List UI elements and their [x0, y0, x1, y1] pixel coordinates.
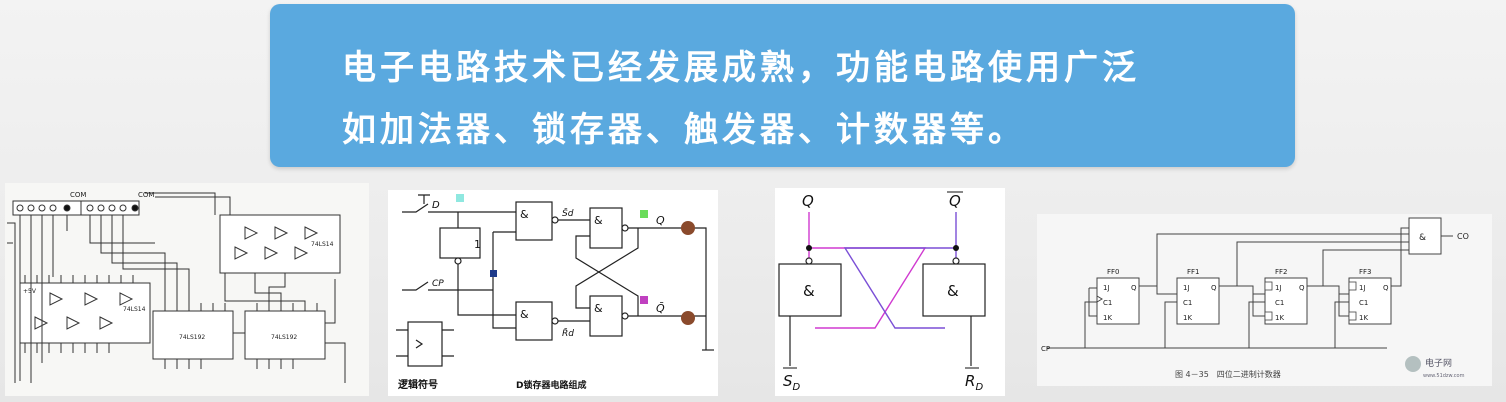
- banner-line-1: 电子电路技术已经发展成熟，功能电路使用广泛: [342, 48, 1140, 88]
- rd-label: RD: [965, 372, 983, 393]
- title-banner: 电子电路技术已经发展成熟，功能电路使用广泛 如加法器、锁存器、触发器、计数器等。: [270, 4, 1295, 167]
- logo-text: 电子网: [1425, 357, 1452, 369]
- chip-74ls192-a-label: 74LS192: [179, 334, 205, 341]
- d-latch-image: D CP 1 & & & & S̄d R̄d Q Q̄ 逻辑符号 D锁存器电路组…: [388, 190, 718, 396]
- com-label-2: COM: [138, 191, 154, 199]
- ff1-label: FF1: [1187, 268, 1200, 276]
- banner-line-2: 如加法器、锁存器、触发器、计数器等。: [342, 110, 1026, 150]
- and-gate-lower-label: &: [520, 308, 529, 321]
- binary-counter-image: FF0 FF1 FF2 FF3 1J C1 1K Q 1J C1 1K Q 1J…: [1037, 214, 1492, 386]
- ff3-1k: 1K: [1359, 314, 1368, 322]
- rd-label: R̄d: [562, 327, 574, 339]
- ff1-c1: C1: [1183, 299, 1192, 307]
- nand-right-label: &: [947, 282, 959, 300]
- com-label-1: COM: [70, 191, 86, 199]
- sr-latch-diagram: Q Q & & SD RD: [778, 191, 986, 393]
- binary-counter-diagram: FF0 FF1 FF2 FF3 1J C1 1K Q 1J C1 1K Q 1J…: [1041, 217, 1469, 379]
- input-cp-label: CP: [432, 279, 444, 289]
- counter-circuit-diagram: COM COM 74LS14 74LS14 74LS192 74LS192 +5…: [7, 191, 346, 383]
- ff3-label: FF3: [1359, 268, 1372, 276]
- logo-url: www.51dzw.com: [1423, 373, 1465, 379]
- chip-74ls192-b-label: 74LS192: [271, 334, 297, 341]
- ff0-1j: 1J: [1103, 284, 1110, 292]
- ff3-1j: 1J: [1359, 284, 1366, 292]
- ff3-c1: C1: [1359, 299, 1368, 307]
- and-gate-label: &: [1419, 233, 1426, 243]
- output-q-label: Q: [656, 214, 665, 227]
- ff1-q: Q: [1211, 284, 1217, 292]
- output-qbar-label: Q̄: [656, 302, 665, 315]
- chip-74ls14-right-label: 74LS14: [311, 241, 334, 248]
- counter-circuit-image: COM COM 74LS14 74LS14 74LS192 74LS192 +5…: [5, 183, 369, 396]
- and-gate-upper-label: &: [520, 208, 529, 221]
- latch-gate-upper-label: &: [594, 214, 603, 227]
- ff2-q: Q: [1299, 284, 1305, 292]
- q-label: Q: [802, 192, 814, 210]
- vcc-label: +5V: [23, 288, 37, 295]
- ff2-label: FF2: [1275, 268, 1288, 276]
- chip-74ls14-left-label: 74LS14: [123, 306, 146, 313]
- ff0-1k: 1K: [1103, 314, 1112, 322]
- ff0-q: Q: [1131, 284, 1137, 292]
- ff0-c1: C1: [1103, 299, 1112, 307]
- ff2-1k: 1K: [1275, 314, 1284, 322]
- latch-gate-lower-label: &: [594, 302, 603, 315]
- caption-logic-symbol: 逻辑符号: [398, 378, 438, 391]
- ff2-1j: 1J: [1275, 284, 1282, 292]
- sr-latch-image: Q Q & & SD RD: [775, 188, 1005, 396]
- sd-label: S̄d: [562, 207, 574, 219]
- figure-caption: 图 4－35 四位二进制计数器: [1175, 369, 1281, 379]
- input-d-label: D: [432, 200, 440, 211]
- d-latch-diagram: D CP 1 & & & & S̄d R̄d Q Q̄ 逻辑符号 D锁存器电路组…: [396, 194, 714, 391]
- ff1-1k: 1K: [1183, 314, 1192, 322]
- co-output-label: CO: [1457, 232, 1469, 241]
- cp-input-label: CP: [1041, 345, 1050, 353]
- caption-d-latch: D锁存器电路组成: [516, 379, 586, 391]
- ff1-1j: 1J: [1183, 284, 1190, 292]
- ff3-q: Q: [1383, 284, 1389, 292]
- ff2-c1: C1: [1275, 299, 1284, 307]
- site-logo: 电子网 www.51dzw.com: [1405, 356, 1465, 379]
- ff0-label: FF0: [1107, 268, 1120, 276]
- qbar-label: Q: [949, 192, 961, 210]
- not-gate-label: 1: [474, 238, 481, 251]
- sd-label: SD: [783, 372, 801, 393]
- nand-left-label: &: [803, 282, 815, 300]
